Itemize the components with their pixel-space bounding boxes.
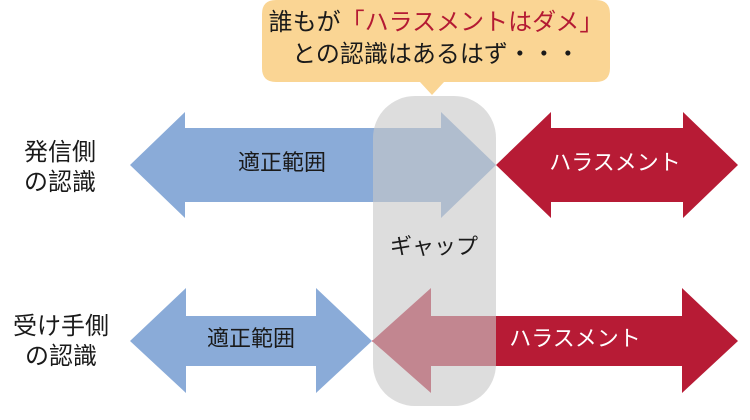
row2-harassment-label: ハラスメント [509, 327, 641, 352]
gap-label: ギャップ [389, 235, 478, 260]
row2-appropriate-arrow [130, 288, 372, 393]
row1-appropriate-label: 適正範囲 [237, 151, 326, 176]
gap-band [373, 96, 496, 406]
callout-text: 誰もが「ハラスメントはダメ」 との認識はあるはず・・・ [262, 6, 610, 70]
callout-line2: との認識はあるはず・・・ [292, 40, 580, 68]
callout-line1: 誰もが「ハラスメントはダメ」 [268, 8, 604, 36]
row1-harassment-label: ハラスメント [549, 151, 681, 176]
row2-appropriate-label: 適正範囲 [206, 327, 295, 352]
callout-quote: 「ハラスメントはダメ」 [340, 8, 604, 36]
row2-label: 受け手側 の認識 [13, 312, 109, 370]
row1-label: 発信側 の認識 [24, 138, 96, 196]
row1-harassment-arrow [496, 112, 738, 218]
row2-harassment-arrow [372, 288, 738, 393]
callout-bubble [262, 0, 610, 95]
